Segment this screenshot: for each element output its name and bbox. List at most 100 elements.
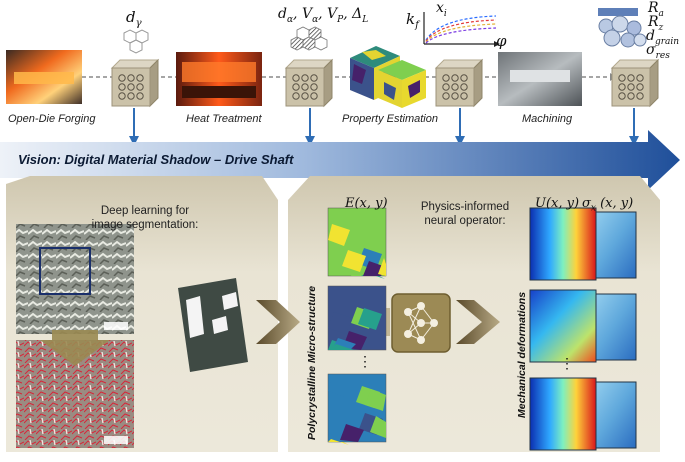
cube-node [118,74,126,82]
grain-cell [370,416,386,438]
cube-node [636,83,644,91]
scale-bar-2 [104,436,128,444]
segmentation-arrow [40,330,110,366]
cube-node [292,74,300,82]
symbol-phi: φ [496,32,507,50]
chevron-arrow-3 [456,300,500,344]
cube-node [301,92,309,100]
grain-cell [328,224,350,246]
sigma-field [589,381,637,449]
symbol-dgrain: dgrain [646,28,680,47]
neural-network-cube-icons [110,58,660,108]
grain-cell [328,375,351,397]
deformation-field-group [529,207,637,451]
grain-mask [178,278,248,372]
cube-node [127,92,135,100]
vision-banner-title: Vision: Digital Material Shadow – Drive … [18,152,294,167]
down-arrows [129,108,639,146]
label-e-xy: E(x, y) [345,196,388,211]
process-chain [6,8,660,146]
furnace-load [182,62,256,82]
zoom-box [39,247,91,295]
sigma-field [589,293,637,361]
grain-cube-icon-2 [378,60,426,108]
neural-network-cube-icon [110,58,160,108]
grain-cell [342,250,366,272]
cube-node [442,74,450,82]
furnace-rack [182,86,256,98]
symbol-kf: kf [406,10,419,31]
cube-node [442,92,450,100]
down-arrow-head [129,136,139,146]
hatched-hexagon-icon [290,26,328,51]
down-arrow-head [629,136,639,146]
step-label-machining: Machining [522,113,573,125]
micrograph-original [16,224,134,334]
label-u-xy: U(x, y) [535,196,580,211]
step-label-property-estimation: Property Estimation [342,113,438,125]
cube-node [451,83,459,91]
cube-side [323,58,333,108]
down-arrow-head [455,136,465,146]
hexagon-cluster-icon [123,29,149,54]
neural-network-cube-icon [434,58,484,108]
grain-cell [358,308,382,330]
chevron-arrow-1 [256,300,300,344]
grain-field-group [327,207,387,445]
grain-cell [328,439,349,445]
symbol-heat-params: dα, Vα, VP, ΔL [278,6,369,25]
cube-node [301,74,309,82]
symbol-d-gamma: dγ [126,8,142,29]
cube-node [136,83,144,91]
cube-node [310,83,318,91]
cube-node [127,74,135,82]
symbol-rz: Rz [648,14,664,33]
neural-operator-icon [391,293,451,353]
cube-node [451,92,459,100]
grain-cell [365,389,386,411]
cube-node [118,83,126,91]
cube-node [636,74,644,82]
flow-curve-icon [423,12,500,47]
grain-stack-icon [598,8,647,48]
grain-cell [328,312,352,334]
cube-node [618,74,626,82]
scale-bar [104,322,128,330]
cube-side [649,58,659,108]
cube-node [460,83,468,91]
micro-structure-label: Polycrystalline Micro-structure [306,285,318,440]
ellipsis-grains: ⋮ [358,354,372,370]
cube-side [149,58,159,108]
u-field [529,207,597,281]
grain-cell [340,424,364,442]
sigma-field [589,211,637,279]
cube-front [611,67,651,107]
grain-field [327,207,387,279]
cube-node [292,92,300,100]
label-sigma-xy: σx (x, y) [582,196,634,214]
grain-field [327,285,387,351]
cube-node [618,83,626,91]
cube-node [636,92,644,100]
neural-network-cube-icon [284,58,334,108]
cube-node [460,74,468,82]
grain-cell [378,258,386,276]
symbol-sres: σres [646,42,670,61]
cube-node [292,83,300,91]
cube-front [435,67,475,107]
cube-node [127,83,135,91]
cube-node [451,74,459,82]
cube-node [618,92,626,100]
forging-hot-bar [14,72,74,84]
symbol-xi: xi [436,0,447,19]
lathe-shaft [510,70,570,82]
cube-node [310,92,318,100]
cube-front [285,67,325,107]
grain-field [327,373,387,445]
u-field [529,377,597,451]
step-label-forging: Open-Die Forging [8,113,96,125]
u-field [529,289,597,363]
